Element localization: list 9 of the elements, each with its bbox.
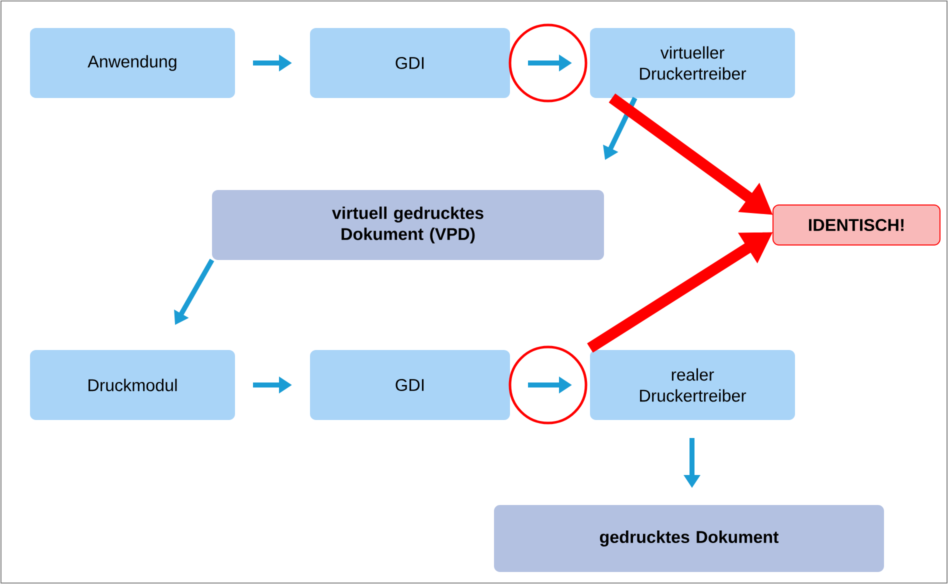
document-box: gedrucktes Dokument — [494, 505, 884, 572]
process-box: realer Druckertreiber — [590, 350, 795, 420]
result-box: IDENTISCH! — [772, 204, 940, 246]
process-box: Anwendung — [30, 28, 235, 98]
process-box: Druckmodul — [30, 350, 235, 420]
process-box: GDI — [310, 28, 510, 98]
process-box: virtueller Druckertreiber — [590, 28, 795, 98]
process-box: GDI — [310, 350, 510, 420]
document-box: virtuell gedrucktes Dokument (VPD) — [212, 190, 604, 260]
